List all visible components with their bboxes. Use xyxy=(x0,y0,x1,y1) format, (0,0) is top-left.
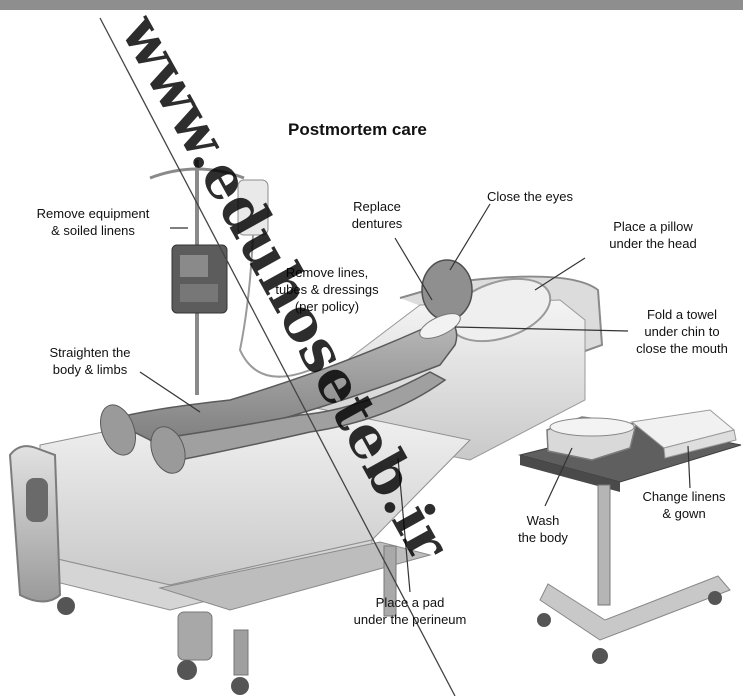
label-remove-lines: Remove lines,tubes & dressings(per polic… xyxy=(252,264,402,315)
diagram-title: Postmortem care xyxy=(288,120,427,140)
label-close-eyes: Close the eyes xyxy=(470,188,590,205)
iv-pump xyxy=(172,245,227,313)
label-remove-equipment: Remove equipment& soiled linens xyxy=(18,205,168,239)
label-change-linens: Change linens& gown xyxy=(628,488,740,522)
